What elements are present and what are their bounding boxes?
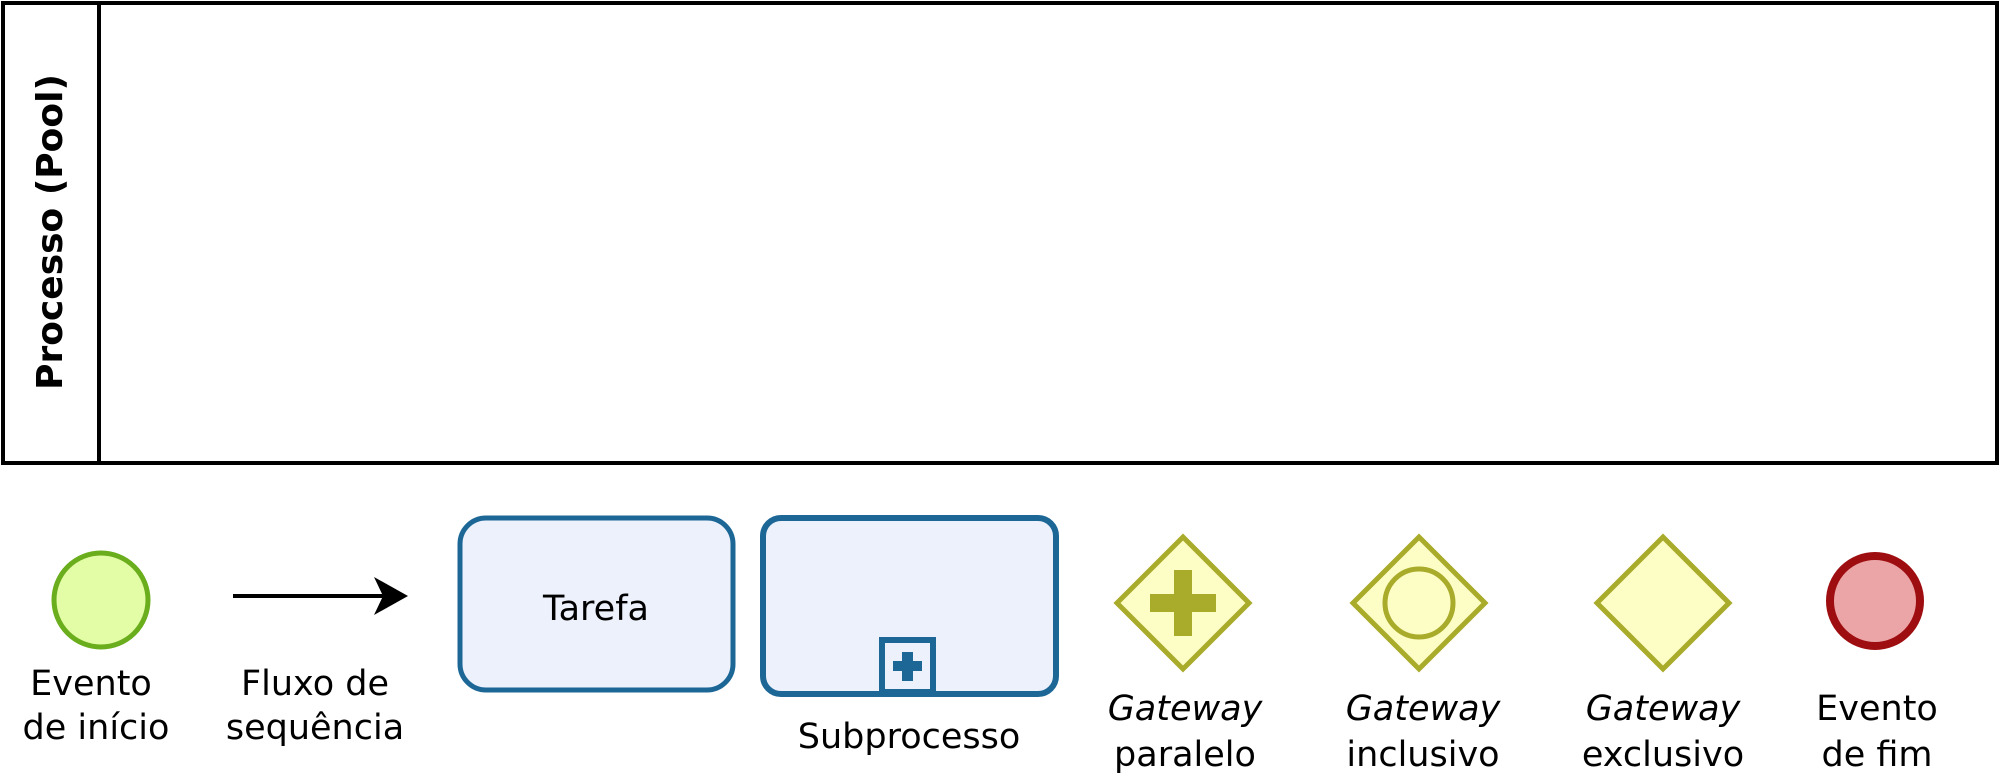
gateway-parallel-plus-v: [1174, 570, 1192, 636]
start-event-label-line1: Evento: [30, 664, 152, 704]
sequence-flow-arrow-head: [374, 577, 408, 615]
task-label: Tarefa: [542, 589, 649, 629]
start-event-label-line2: de início: [23, 708, 170, 748]
gateway-inclusive-icon: [1349, 533, 1489, 673]
end-event-label-line2: de fim: [1821, 735, 1932, 775]
gateway-inclusive-label-line1: Gateway: [1346, 689, 1502, 729]
subprocess-marker-box: [879, 637, 936, 695]
task-shape: [457, 515, 736, 693]
gateway-exclusive-label-line1: Gateway: [1586, 689, 1742, 729]
subprocess-label: Subprocesso: [798, 717, 1021, 757]
end-event-label-line1: Evento: [1816, 689, 1938, 729]
gateway-exclusive-label-line2: exclusivo: [1582, 735, 1744, 775]
end-event-icon: [1826, 552, 1924, 650]
sequence-flow-label-line2: sequência: [226, 708, 404, 748]
gateway-parallel-label-line1: Gateway: [1108, 689, 1264, 729]
start-event-icon: [51, 550, 151, 650]
gateway-exclusive-icon: [1593, 533, 1733, 673]
pool: [1, 1, 1999, 465]
gateway-inclusive-circle: [1382, 566, 1456, 640]
sequence-flow-label-line1: Fluxo de: [241, 664, 389, 704]
gateway-inclusive-label-line2: inclusivo: [1346, 735, 1499, 775]
pool-label: Processo (Pool): [30, 74, 71, 390]
gateway-parallel-label-line2: paralelo: [1114, 735, 1256, 775]
subprocess-plus-icon-v: [902, 652, 913, 681]
